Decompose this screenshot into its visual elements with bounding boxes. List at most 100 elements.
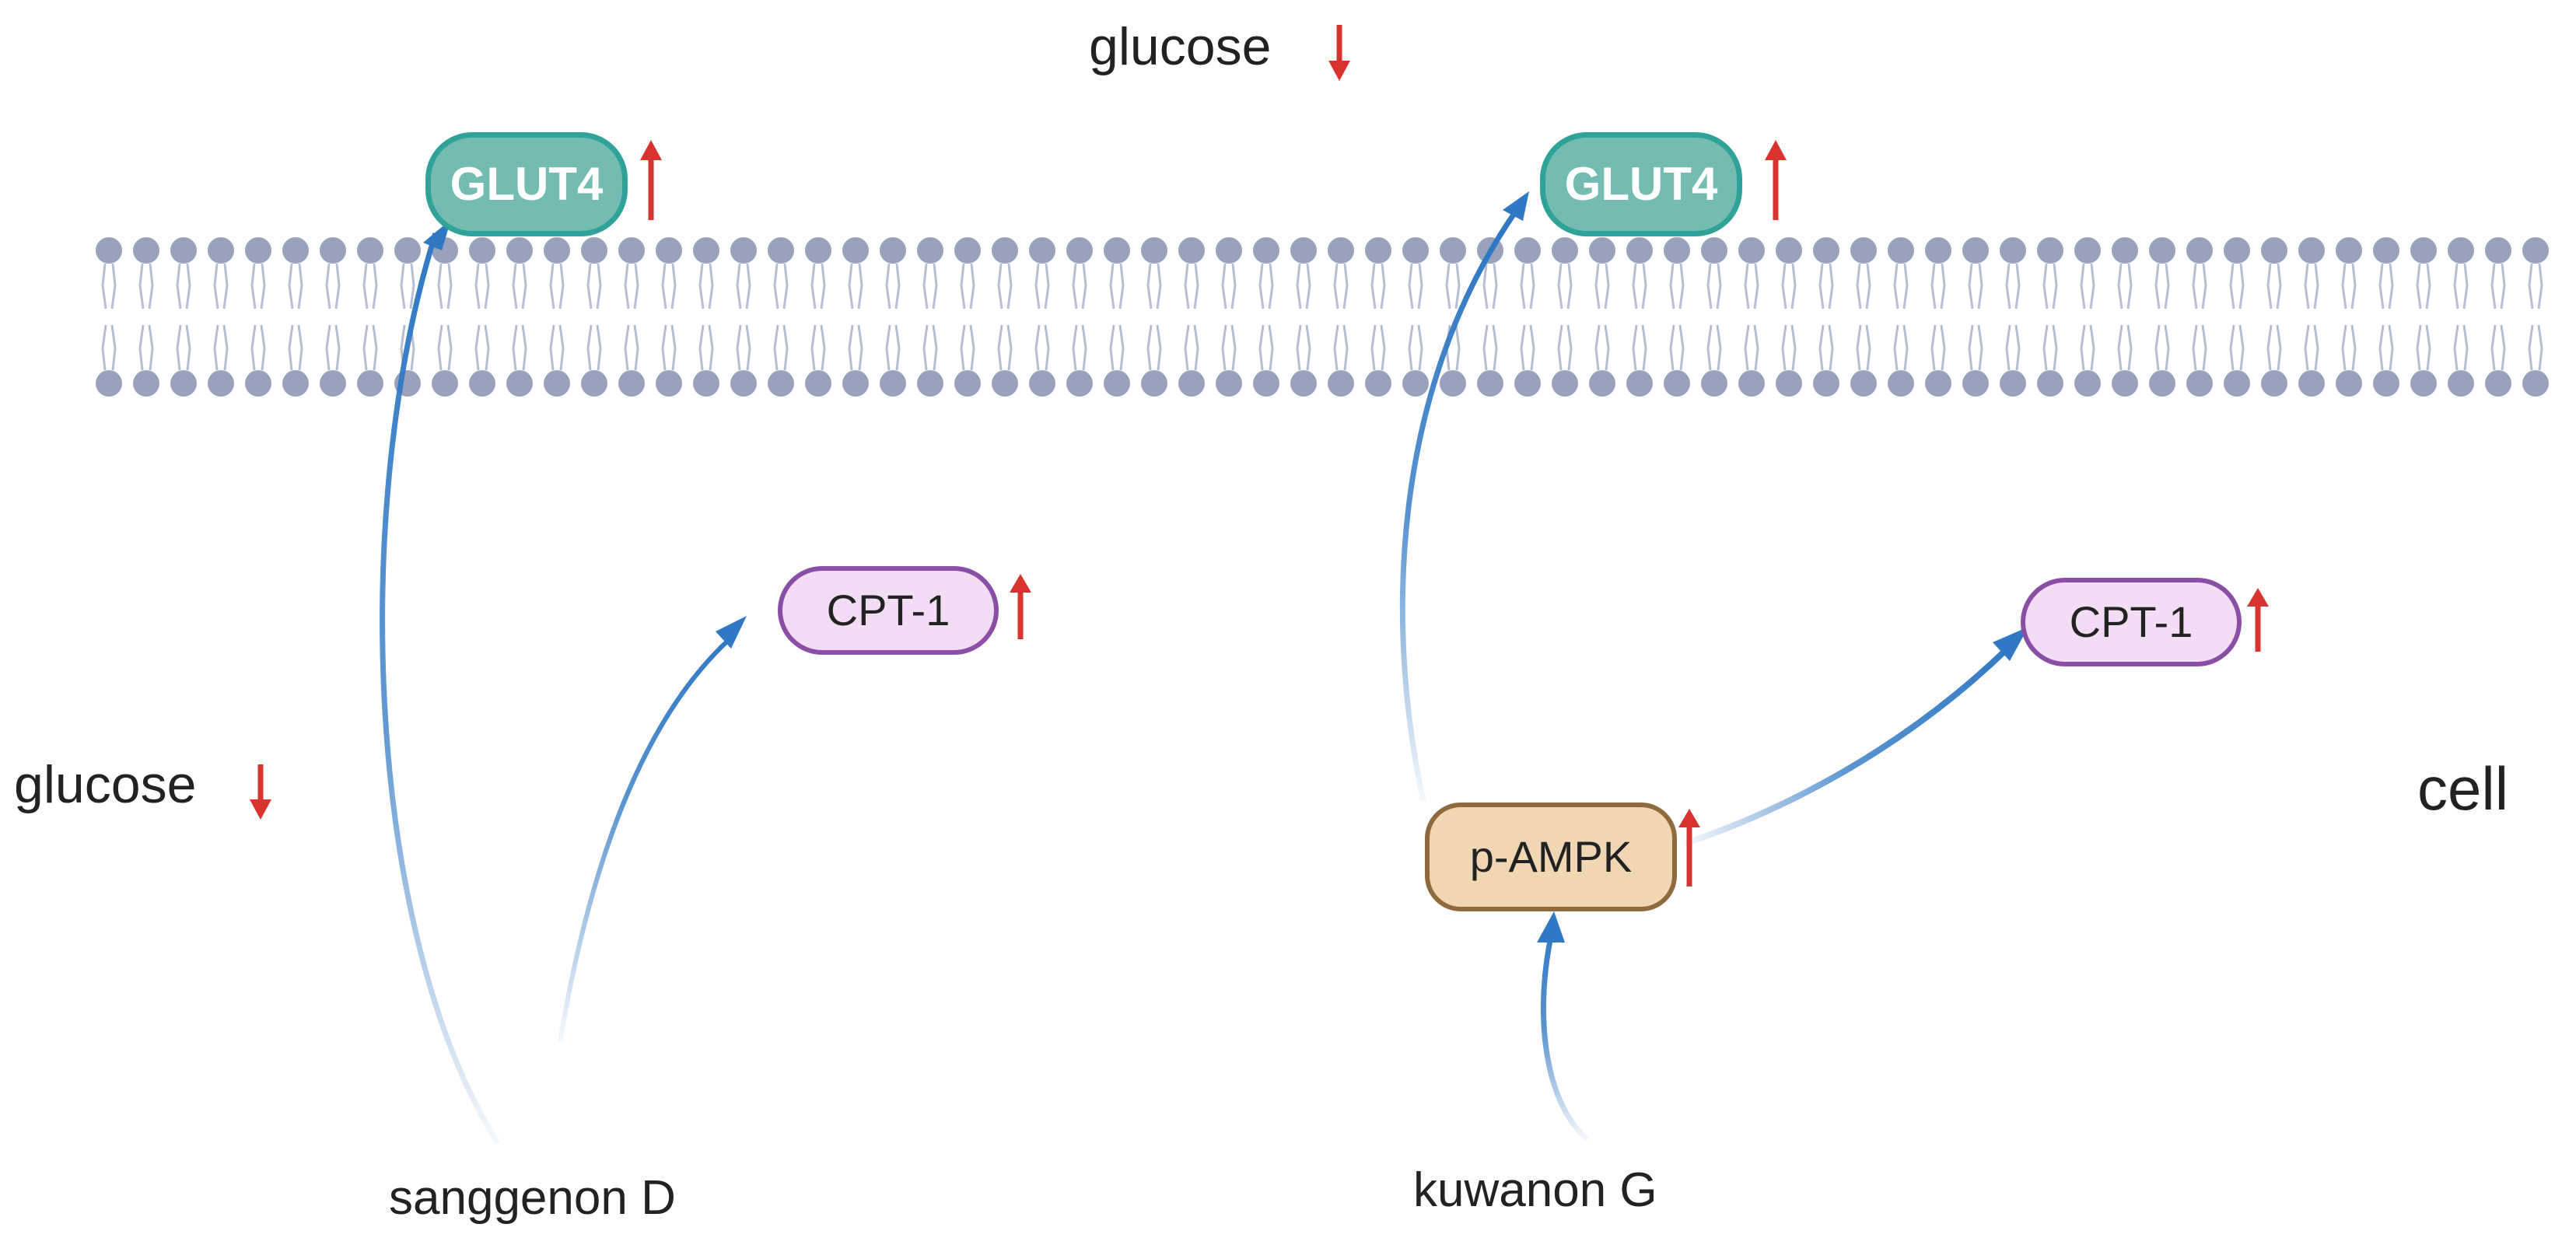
- lipid-head: [581, 370, 607, 397]
- sanggenon-d-label: sanggenon D: [389, 1171, 676, 1225]
- lipid-head: [954, 237, 981, 264]
- lipid-head: [96, 237, 122, 264]
- lipid-tail: [922, 263, 938, 310]
- lipid-head: [2336, 370, 2362, 397]
- lipid-tail: [997, 263, 1013, 310]
- lipid-tail: [810, 263, 826, 310]
- lipid-head: [2448, 237, 2474, 264]
- arrow-pampk-to-glut4: [1399, 208, 1519, 802]
- lipid-tail: [773, 263, 789, 310]
- lipid-tail: [1109, 324, 1125, 371]
- cpt1-label: CPT-1: [2069, 597, 2193, 646]
- lipid-tail: [922, 324, 938, 371]
- lipid-head: [2336, 237, 2362, 264]
- lipid-tail: [176, 324, 191, 371]
- arrow-head: [1503, 191, 1529, 221]
- lipid-tail: [661, 324, 677, 371]
- lipid-head: [1178, 370, 1205, 397]
- lipid-head: [618, 237, 645, 264]
- lipid-head: [805, 370, 831, 397]
- down-arrow-icon: [250, 764, 271, 820]
- lipid-head: [1514, 370, 1541, 397]
- lipid-head: [2037, 237, 2063, 264]
- up-arrow-icon: [1010, 574, 1031, 639]
- lipid-head: [2373, 237, 2399, 264]
- lipid-tail: [2080, 263, 2095, 310]
- lipid-tail: [1370, 263, 1386, 310]
- lipid-tail: [960, 263, 975, 310]
- lipid-head: [805, 237, 831, 264]
- p-ampk-label: p-AMPK: [1469, 832, 1633, 881]
- lipid-tail: [1109, 263, 1125, 310]
- lipid-tail: [2528, 263, 2543, 310]
- lipid-tail: [250, 263, 266, 310]
- lipid-tail: [474, 263, 490, 310]
- lipid-tail: [1258, 263, 1274, 310]
- lipid-head: [2261, 237, 2287, 264]
- lipid-head: [917, 237, 943, 264]
- lipid-head: [1216, 237, 1242, 264]
- lipid-head: [1552, 237, 1578, 264]
- lipid-head: [992, 370, 1018, 397]
- lipid-tail: [549, 263, 565, 310]
- lipid-head: [2410, 370, 2437, 397]
- lipid-tail: [698, 324, 714, 371]
- lipid-head: [1925, 370, 1951, 397]
- lipid-tail: [1482, 324, 1498, 371]
- lipid-head: [2485, 237, 2511, 264]
- cpt1-node-right: CPT-1: [2021, 578, 2242, 666]
- lipid-head: [1738, 370, 1765, 397]
- lipid-tail: [1744, 324, 1759, 371]
- lipid-tail: [512, 263, 527, 310]
- lipid-head: [506, 370, 533, 397]
- lipid-tail: [1520, 263, 1535, 310]
- lipid-tail: [176, 263, 191, 310]
- lipid-tail: [2117, 324, 2133, 371]
- arrow-head: [1993, 627, 2028, 661]
- lipid-head: [469, 237, 495, 264]
- lipid-tail: [2005, 263, 2021, 310]
- lipid-head: [1701, 370, 1727, 397]
- lipid-head: [730, 237, 757, 264]
- lipid-tail: [1482, 263, 1498, 310]
- lipid-tail: [2005, 324, 2021, 371]
- lipid-head: [880, 237, 906, 264]
- lipid-head: [1850, 370, 1877, 397]
- lipid-head: [2186, 370, 2213, 397]
- lipid-tail: [1221, 263, 1237, 310]
- lipid-tail: [1594, 263, 1610, 310]
- up-arrow-icon: [2247, 588, 2269, 652]
- lipid-tail: [2453, 263, 2469, 310]
- lipid-head: [2149, 237, 2175, 264]
- lipid-head: [2000, 370, 2026, 397]
- lipid-head: [1066, 237, 1093, 264]
- lipid-tail: [773, 324, 789, 371]
- lipid-tail: [2453, 324, 2469, 371]
- lipid-tail: [736, 263, 751, 310]
- lipid-head: [618, 370, 645, 397]
- lipid-tail: [2154, 263, 2170, 310]
- lipid-tail: [288, 263, 303, 310]
- lipid-head: [208, 370, 234, 397]
- lipid-tail: [474, 324, 490, 371]
- lipid-head: [1104, 370, 1130, 397]
- lipid-tail: [586, 263, 602, 310]
- lipid-head: [1216, 370, 1242, 397]
- lipid-head: [320, 237, 346, 264]
- lipid-head: [1664, 370, 1690, 397]
- lipid-tail: [1669, 263, 1685, 310]
- lipid-head: [1626, 370, 1653, 397]
- lipid-head: [1141, 237, 1167, 264]
- lipid-head: [1813, 370, 1839, 397]
- lipid-tail: [213, 324, 229, 371]
- lipid-head: [1141, 370, 1167, 397]
- lipid-tail: [1034, 263, 1050, 310]
- lipid-head: [1776, 370, 1802, 397]
- lipid-head: [170, 237, 197, 264]
- lipid-head: [506, 237, 533, 264]
- lipid-tail: [1669, 324, 1685, 371]
- lipid-tail: [624, 324, 639, 371]
- lipid-head: [2448, 370, 2474, 397]
- lipid-head: [2410, 237, 2437, 264]
